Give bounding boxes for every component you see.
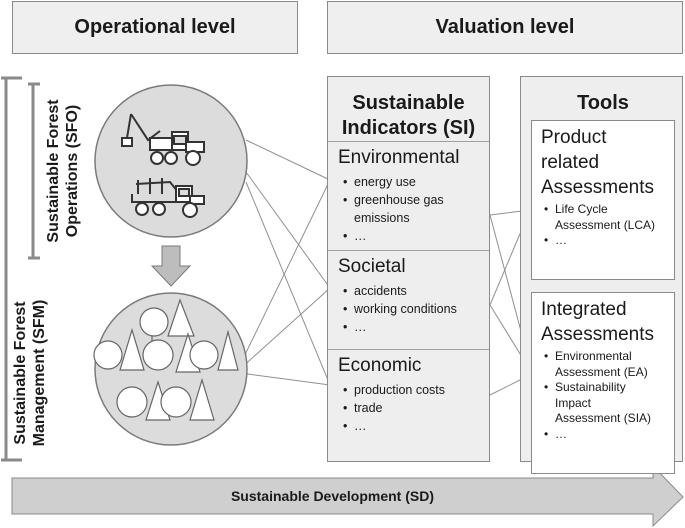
list-item: production costs <box>343 381 489 399</box>
integrated-assessments-title: Integrated Assessments <box>541 297 668 347</box>
integrated-assessments-list: Environmental Assessment (EA) Sustainabi… <box>541 349 668 442</box>
sfm-label-line1: Sustainable Forest <box>12 301 29 445</box>
indicators-title-line2: Indicators (SI) <box>341 117 476 139</box>
title-line: Assessments <box>541 324 654 345</box>
integrated-assessments-box: Integrated Assessments Environmental Ass… <box>531 292 675 474</box>
sfo-bracket <box>28 82 40 260</box>
title-line: Product <box>541 127 607 148</box>
list-item: … <box>343 417 489 435</box>
operational-level-header: Operational level <box>12 1 298 54</box>
economic-title: Economic <box>338 355 422 376</box>
indicators-title-line1: Sustainable <box>352 92 465 114</box>
list-item: … <box>343 227 489 245</box>
list-item-continuation: Assessment (LCA) <box>555 217 656 232</box>
societal-group: Societal accidents working conditions … <box>328 250 489 349</box>
forest-trees-icon <box>93 298 239 421</box>
product-assessments-title: Product related Assessments <box>541 125 668 200</box>
societal-list: accidents working conditions … <box>338 282 489 336</box>
list-item: trade <box>343 399 489 417</box>
valuation-level-label: Valuation level <box>435 16 575 38</box>
list-item-continuation: Impact <box>555 395 592 410</box>
economic-group: Economic production costs trade … <box>328 349 489 461</box>
harvester-icon <box>121 113 205 166</box>
sfm-vertical-label: Sustainable Forest Management (SFM) <box>11 290 51 456</box>
list-item: accidents <box>343 282 489 300</box>
sfo-label-line1: Sustainable Forest <box>45 99 62 243</box>
list-item: … <box>544 427 668 443</box>
environmental-title: Environmental <box>338 147 460 168</box>
list-item-continuation: emissions <box>354 211 410 225</box>
operational-level-label: Operational level <box>74 16 236 38</box>
sd-arrow-shape <box>11 464 684 528</box>
list-item: … <box>544 233 668 249</box>
list-item: greenhouse gas <box>343 191 489 209</box>
tools-title: Tools <box>577 92 629 114</box>
title-line: Assessments <box>541 177 654 198</box>
product-assessments-list: Life Cycle Assessment (LCA) … <box>541 202 668 249</box>
list-item: working conditions <box>343 300 489 318</box>
economic-list: production costs trade … <box>338 381 489 435</box>
list-item: Environmental <box>544 349 668 365</box>
list-item: energy use <box>343 173 489 191</box>
sfo-label-line2: Operations (SFO) <box>64 104 81 238</box>
forwarder-icon <box>131 178 205 218</box>
list-item-continuation: Assessment (SIA) <box>555 411 652 425</box>
sfm-label-line2: Management (SFM) <box>31 299 48 447</box>
title-line: related <box>541 152 600 173</box>
sfo-vertical-label: Sustainable Forest Operations (SFO) <box>44 93 84 249</box>
list-item: … <box>343 318 489 336</box>
environmental-group: Environmental energy use greenhouse gas … <box>328 141 489 250</box>
societal-title: Societal <box>338 256 406 277</box>
product-assessments-box: Product related Assessments Life Cycle A… <box>531 120 675 280</box>
sfm-bracket <box>1 76 22 462</box>
list-item-continuation: Assessment (EA) <box>555 364 648 379</box>
environmental-list: energy use greenhouse gas emissions … <box>338 173 489 245</box>
tools-panel: Tools Product related Assessments Life C… <box>520 76 683 474</box>
title-line: Integrated <box>541 299 627 320</box>
indicators-title: Sustainable Indicators (SI) <box>328 77 489 141</box>
sd-arrow-label: Sustainable Development (SD) <box>230 488 435 504</box>
list-item: Life Cycle <box>544 202 668 218</box>
list-item: Sustainability <box>544 380 668 396</box>
valuation-level-header: Valuation level <box>327 1 683 54</box>
down-arrow-icon <box>150 245 192 287</box>
indicators-panel: Sustainable Indicators (SI) Environmenta… <box>327 76 490 462</box>
